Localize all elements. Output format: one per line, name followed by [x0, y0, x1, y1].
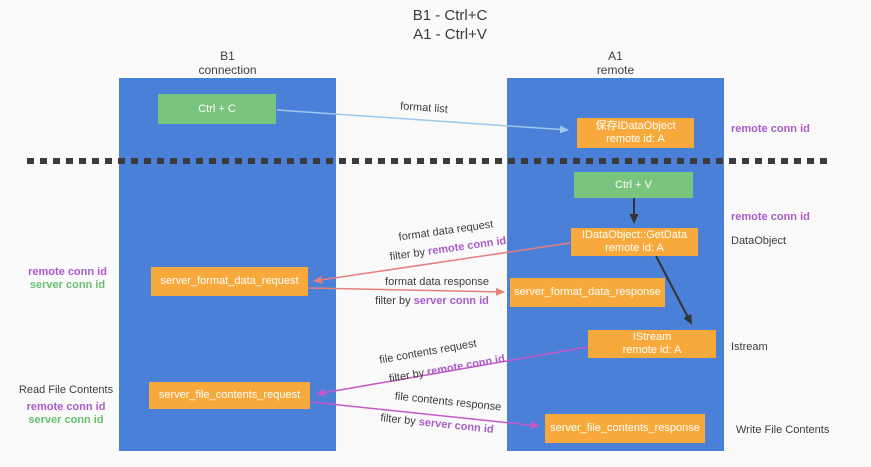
node-idataobject-getdata-line2: remote id: A: [605, 242, 664, 254]
label-filter-by-text: filter by: [388, 366, 429, 386]
lane-header-a1: A1 remote: [507, 49, 724, 77]
lane-b1-subtitle: connection: [198, 63, 257, 77]
node-server-file-contents-response-label: server_file_contents_response: [550, 422, 700, 434]
title-line-1: B1 - Ctrl+C: [412, 7, 488, 24]
label-left-conn-ids-mid: remote conn id server conn id: [20, 266, 115, 292]
node-server-file-contents-response: server_file_contents_response: [545, 414, 705, 443]
label-read-file-contents: Read File Contents: [18, 384, 114, 396]
label-left-server-conn-id-mid: server conn id: [29, 279, 106, 291]
diagram-title: B1 - Ctrl+C A1 - Ctrl+V: [310, 6, 590, 44]
arrow-format-data-response: [308, 287, 505, 296]
node-server-file-contents-request-label: server_file_contents_request: [158, 389, 301, 401]
label-server-conn-id-text: server conn id: [418, 416, 495, 436]
label-right-remote-conn-id-mid: remote conn id: [731, 211, 810, 223]
label-istream: Istream: [731, 341, 768, 353]
node-idataobject-getdata-line1: IDataObject::GetData: [581, 229, 688, 241]
node-istream-line1: IStream: [632, 331, 672, 343]
node-istream: IStream remote id: A: [588, 330, 716, 358]
lane-a1-name: A1: [608, 49, 623, 63]
label-left-remote-conn-id-bottom: remote conn id: [26, 401, 106, 413]
node-ctrl-c-label: Ctrl + C: [198, 102, 236, 115]
lane-b1-name: B1: [220, 49, 235, 63]
node-save-idataobject-line1: 保存IDataObject: [595, 120, 676, 132]
node-server-format-data-response: server_format_data_response: [510, 278, 665, 307]
lane-header-b1: B1 connection: [119, 49, 336, 77]
node-ctrl-c: Ctrl + C: [158, 94, 276, 124]
label-left-server-conn-id-bottom: server conn id: [28, 414, 104, 426]
label-right-remote-conn-id-top: remote conn id: [731, 123, 810, 135]
label-left-read-block: Read File Contents remote conn id server…: [14, 384, 118, 427]
label-remote-conn-id-text: remote conn id: [426, 352, 506, 379]
label-format-list: format list: [399, 100, 449, 116]
node-server-format-data-request-label: server_format_data_request: [160, 275, 299, 287]
label-write-file-contents: Write File Contents: [736, 424, 830, 436]
node-ctrl-v: Ctrl + V: [574, 172, 693, 198]
node-server-format-data-response-label: server_format_data_response: [514, 286, 661, 298]
label-filter-by-text: filter by: [389, 245, 429, 264]
label-dataobject: DataObject: [731, 235, 787, 247]
label-remote-conn-id-text: remote conn id: [427, 234, 507, 258]
node-ctrl-v-label: Ctrl + V: [615, 178, 652, 191]
node-server-format-data-request: server_format_data_request: [151, 267, 308, 296]
label-server-conn-id-text: server conn id: [413, 295, 489, 307]
node-istream-line2: remote id: A: [622, 344, 682, 356]
label-filter-by-server-conn-id-file: filter by server conn id: [380, 412, 494, 436]
label-filter-by-server-conn-id-format: filter by server conn id: [375, 295, 489, 307]
node-idataobject-getdata: IDataObject::GetData remote id: A: [571, 228, 698, 256]
node-server-file-contents-request: server_file_contents_request: [149, 382, 310, 409]
label-format-data-response: format data response: [385, 276, 489, 288]
label-file-contents-response: file contents response: [394, 390, 502, 414]
node-save-idataobject: 保存IDataObject remote id: A: [577, 118, 694, 148]
lane-a1-subtitle: remote: [596, 63, 635, 77]
label-filter-by-text: filter by: [375, 295, 414, 307]
node-save-idataobject-line2: remote id: A: [606, 133, 665, 145]
label-left-remote-conn-id-mid: remote conn id: [28, 266, 107, 278]
title-line-2: A1 - Ctrl+V: [413, 26, 487, 43]
label-filter-by-text: filter by: [379, 412, 420, 429]
